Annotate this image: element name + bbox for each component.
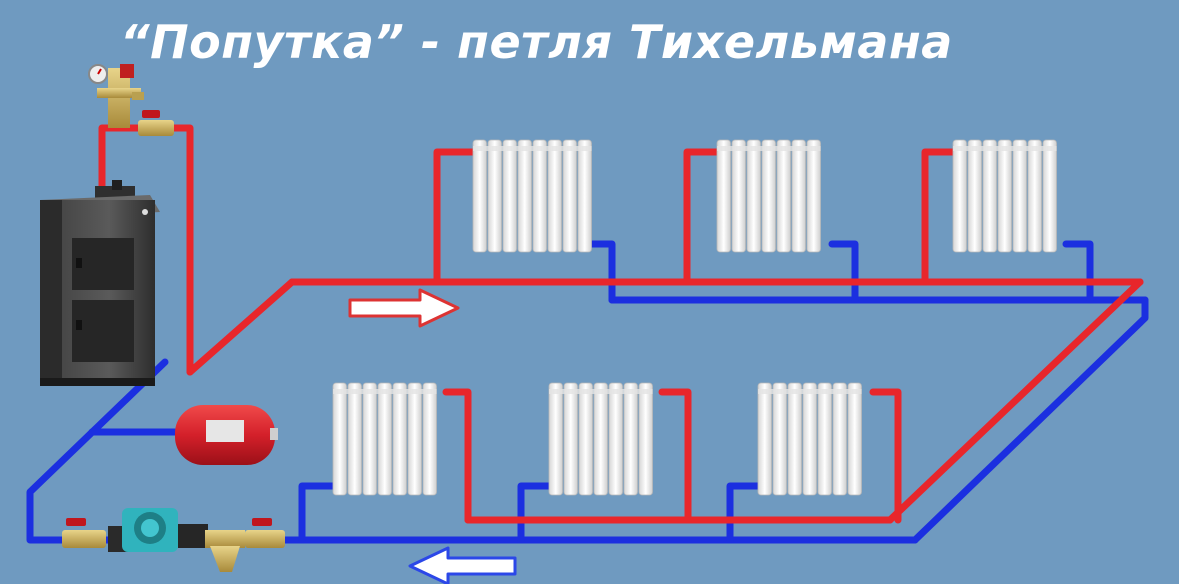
radiator-section [593, 382, 608, 496]
radiator-icon [548, 382, 653, 496]
lower-supply-riser-2 [658, 388, 692, 524]
supply-diagonal-up [186, 278, 296, 376]
strainer-filter-icon [205, 530, 245, 572]
radiator-section [806, 139, 821, 253]
radiator-section [776, 139, 791, 253]
lower-supply-riser-1 [442, 388, 472, 524]
upper-supply-riser-1 [433, 148, 477, 286]
safety-group-gauge-icon [88, 64, 144, 128]
radiator-section [472, 139, 487, 253]
ball-valve-icon [138, 110, 174, 136]
radiator-section [502, 139, 517, 253]
radiator-section [746, 139, 761, 253]
radiator-section [517, 139, 532, 253]
arrow-right-icon [348, 288, 460, 328]
radiator-section [791, 139, 806, 253]
radiator-section [362, 382, 377, 496]
solid-fuel-boiler-icon [40, 180, 160, 386]
radiator-section [487, 139, 502, 253]
radiator-icon [472, 139, 592, 253]
radiator-section [638, 382, 653, 496]
radiator-section [817, 382, 832, 496]
radiator-icon [716, 139, 821, 253]
radiator-section [832, 382, 847, 496]
radiator-section [562, 139, 577, 253]
radiator-section [952, 139, 967, 253]
radiator-section [731, 139, 746, 253]
lower-return-riser-1 [298, 482, 337, 544]
radiator-section [757, 382, 772, 496]
radiator-section [392, 382, 407, 496]
radiator-section [802, 382, 817, 496]
radiator-section [1042, 139, 1057, 253]
upper-return-riser-3 [1062, 240, 1094, 304]
radiator-section [967, 139, 982, 253]
radiator-section [716, 139, 731, 253]
radiator-section [578, 382, 593, 496]
radiator-section [332, 382, 347, 496]
upper-supply-riser-2 [683, 148, 721, 286]
expansion-tank-icon [175, 405, 278, 465]
radiator-section [563, 382, 578, 496]
radiator-section [997, 139, 1012, 253]
radiator-section [548, 382, 563, 496]
circulation-pump-icon [122, 508, 208, 552]
radiator-section [377, 382, 392, 496]
radiator-section [787, 382, 802, 496]
radiator-section [407, 382, 422, 496]
radiator-section [623, 382, 638, 496]
radiator-section [608, 382, 623, 496]
lower-return-riser-3 [726, 482, 762, 544]
radiator-section [982, 139, 997, 253]
upper-return-riser-2 [828, 240, 859, 304]
radiator-section [847, 382, 862, 496]
radiator-section [761, 139, 776, 253]
pump-group [62, 508, 285, 572]
radiator-icon [952, 139, 1057, 253]
radiator-section [532, 139, 547, 253]
radiator-section [347, 382, 362, 496]
return-diagonal [911, 296, 1149, 544]
radiator-section [422, 382, 437, 496]
ball-valve-icon [245, 530, 285, 548]
radiators [332, 139, 1057, 496]
radiator-section [577, 139, 592, 253]
radiator-section [547, 139, 562, 253]
radiator-icon [332, 382, 437, 496]
radiator-section [772, 382, 787, 496]
arrow-left-icon [408, 546, 517, 584]
radiator-section [1012, 139, 1027, 253]
supply-diagonal-down [886, 278, 1144, 524]
ball-valve-icon [62, 530, 106, 548]
page-title: “Попутка” - петля Тихельмана [120, 15, 953, 69]
lower-supply-riser-3 [869, 388, 902, 524]
lower-return-main [26, 358, 919, 544]
upper-return-riser-1 [584, 240, 616, 304]
radiator-icon [757, 382, 862, 496]
return-pipes [26, 240, 1149, 544]
upper-supply-riser-3 [921, 148, 957, 286]
lower-return-riser-2 [517, 482, 553, 544]
radiator-section [1027, 139, 1042, 253]
